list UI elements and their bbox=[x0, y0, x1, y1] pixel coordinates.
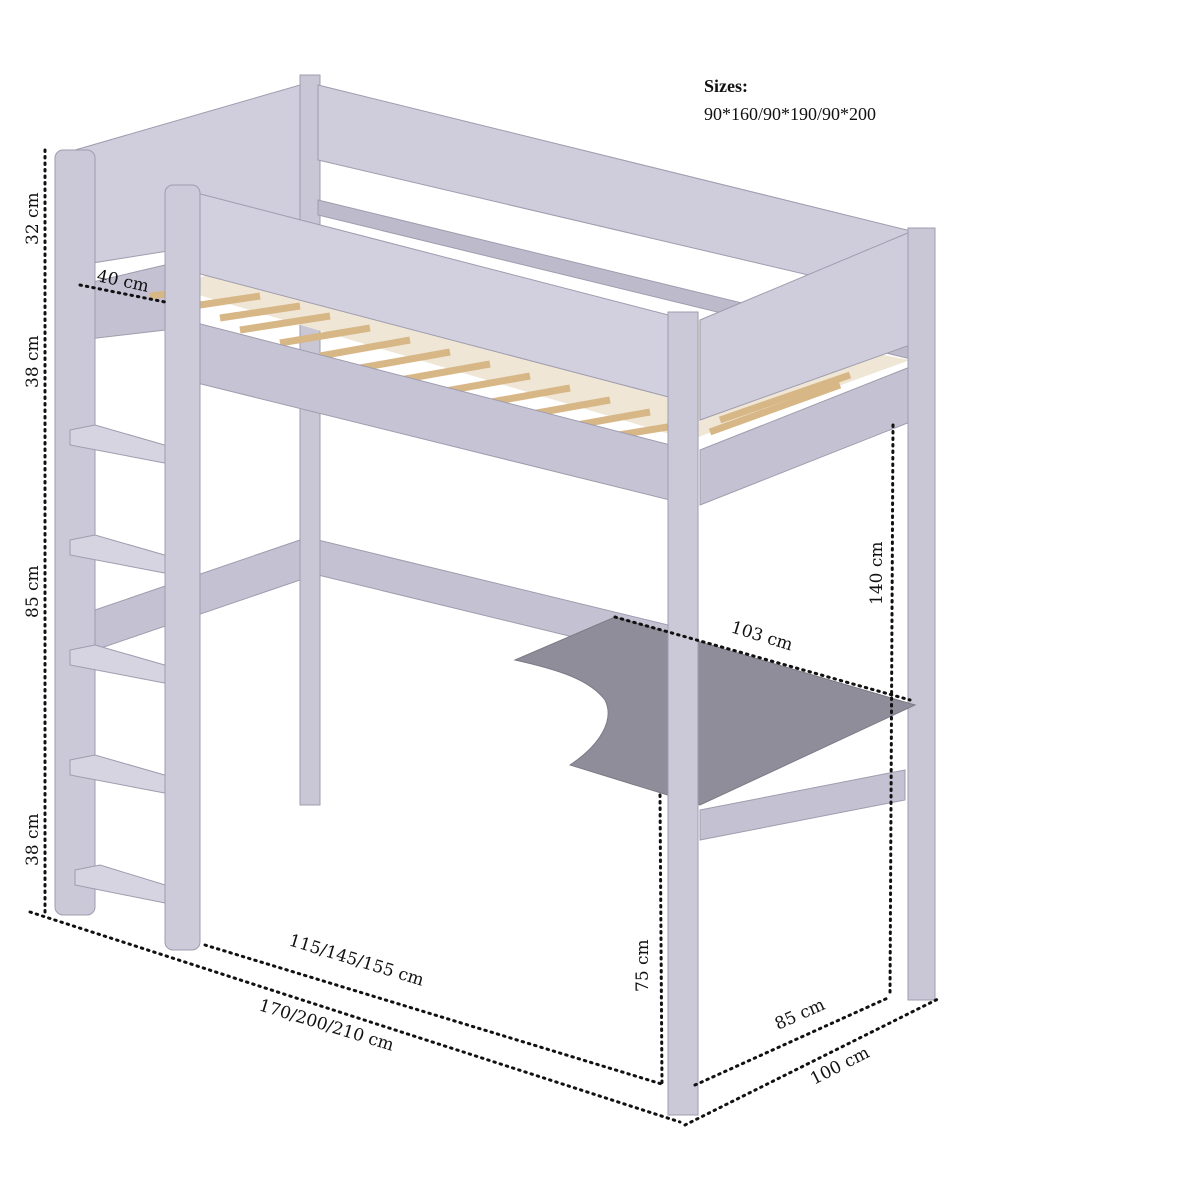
desk-top bbox=[513, 616, 917, 806]
dim-under-bed-lower: 38 cm bbox=[23, 813, 43, 866]
front-left-post bbox=[164, 184, 201, 951]
dim-total-length: 170/200/210 cm bbox=[257, 996, 397, 1056]
dim-total-width: 100 cm bbox=[807, 1043, 873, 1090]
dim-bed-side-height: 38 cm bbox=[23, 335, 43, 388]
desk-rail bbox=[699, 769, 906, 841]
back-left-post bbox=[299, 74, 321, 806]
dim-desk-height: 75 cm bbox=[633, 939, 653, 992]
dim-underside-height: 140 cm bbox=[867, 542, 887, 606]
back-right-post bbox=[907, 227, 936, 1001]
dim-under-bed-upper: 85 cm bbox=[23, 565, 43, 618]
dimension-lines bbox=[28, 148, 942, 1127]
bed-frame bbox=[54, 74, 936, 1116]
dim-inner-length: 115/145/155 cm bbox=[287, 931, 427, 991]
ladder-rail bbox=[54, 149, 96, 916]
sizes-value: 90*160/90*190/90*200 bbox=[704, 104, 877, 124]
dim-guard-height: 32 cm bbox=[23, 192, 43, 245]
dim-desk-length: 103 cm bbox=[729, 618, 796, 656]
sizes-title: Sizes: bbox=[704, 76, 748, 96]
ladder-rungs bbox=[69, 424, 176, 906]
front-right-post bbox=[667, 311, 699, 1116]
